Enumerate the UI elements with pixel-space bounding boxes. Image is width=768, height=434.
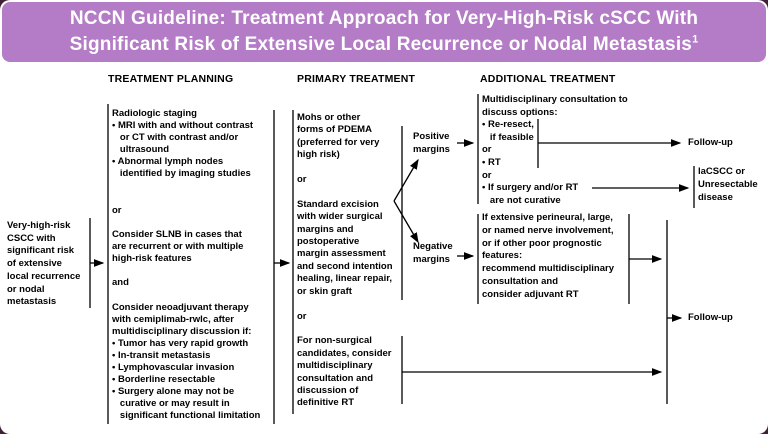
title-footnote-marker: 1	[692, 33, 699, 46]
followup-outcome-bottom: Follow-up	[688, 312, 733, 323]
treatment-planning-box: Radiologic staging • MRI with and withou…	[112, 108, 261, 422]
title-line-2: Significant Risk of Extensive Local Recu…	[69, 33, 699, 55]
additional-treatment-positive-box: Multidisciplinary consultation to discus…	[482, 94, 628, 206]
unresectable-outcome-box: laCSCC or Unresectable disease	[698, 166, 758, 203]
patient-condition-box: Very-high-risk CSCC with significant ris…	[7, 220, 81, 308]
column-header-primary-treatment: PRIMARY TREATMENT	[297, 73, 416, 85]
title-line-1: NCCN Guideline: Treatment Approach for V…	[69, 8, 699, 29]
guideline-title-banner: NCCN Guideline: Treatment Approach for V…	[2, 2, 766, 62]
arrow-to-negative-margins	[393, 200, 419, 244]
column-header-additional-treatment: ADDITIONAL TREATMENT	[480, 73, 616, 85]
additional-treatment-negative-box: If extensive perineural, large, or named…	[482, 212, 614, 300]
followup-outcome-top: Follow-up	[688, 137, 733, 148]
column-header-treatment-planning: TREATMENT PLANNING	[108, 73, 234, 85]
primary-treatment-box: Mohs or other forms of PDEMA (preferred …	[297, 112, 393, 409]
positive-margins-label: Positive margins	[413, 131, 450, 155]
negative-margins-label: Negative margins	[413, 241, 453, 265]
arrow-to-positive-margins	[393, 158, 419, 202]
